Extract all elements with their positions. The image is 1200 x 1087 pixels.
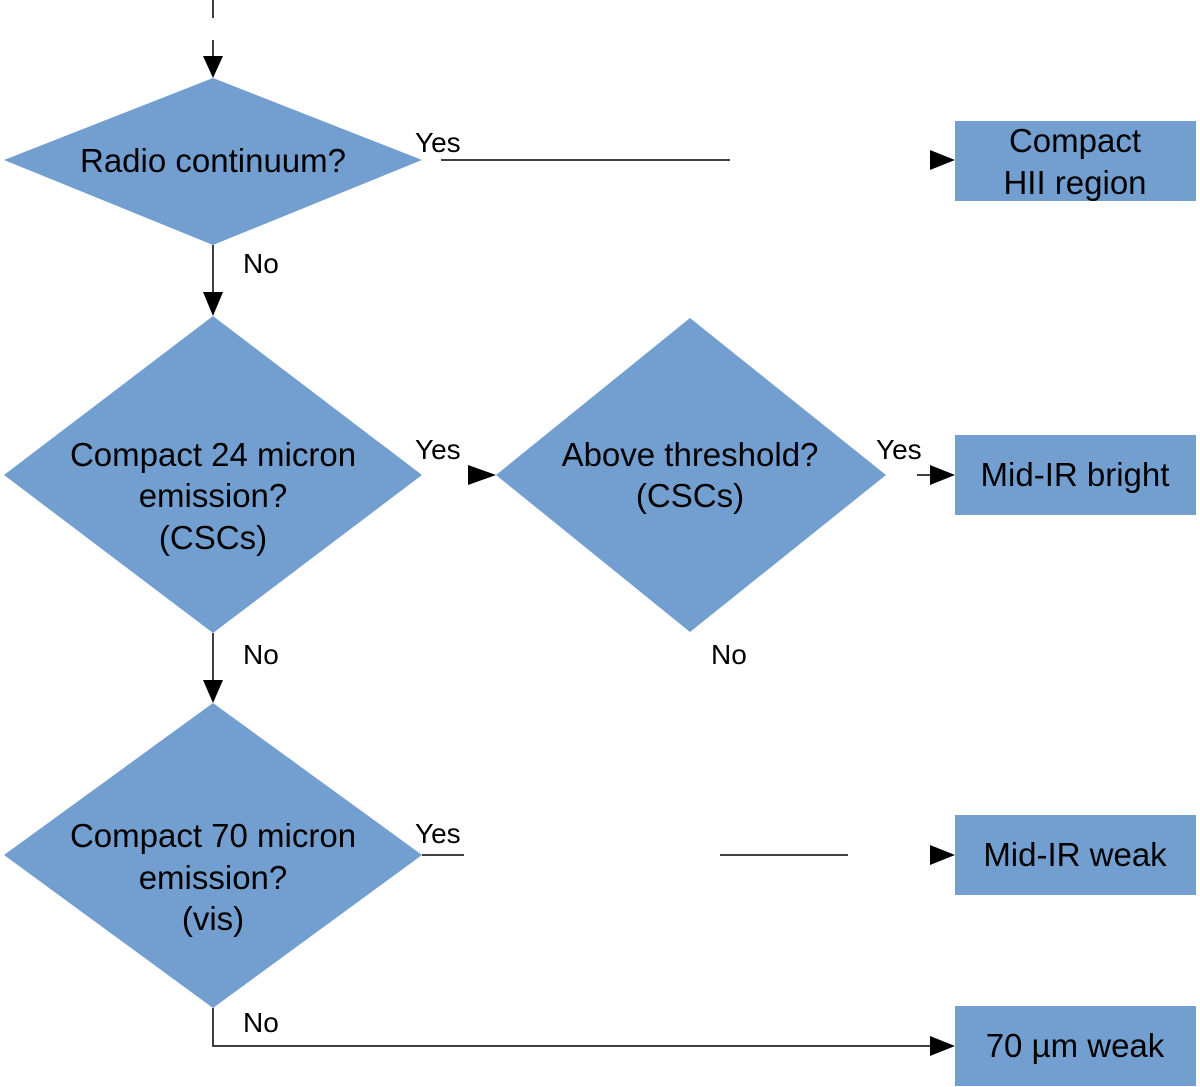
- c24-no-arrowhead: [203, 680, 223, 703]
- compact-24-decision: Compact 24 micron emission? (CSCs): [4, 316, 422, 633]
- mid-ir-weak-label: Mid-IR weak: [983, 836, 1167, 873]
- c24-yes-arrowhead: [468, 465, 496, 485]
- outcome-box: [955, 1006, 1196, 1086]
- decision-diamond: [4, 316, 422, 633]
- decision-diamond: [496, 318, 886, 632]
- branch-labels: Yes No Yes No Yes No Yes No: [243, 127, 922, 1038]
- hii-line-1: Compact: [1009, 122, 1141, 159]
- c24-question-line-3: (CSCs): [159, 519, 267, 556]
- threshold-no-label: No: [711, 639, 747, 670]
- radio-continuum-decision: Radio continuum?: [4, 78, 422, 245]
- c24-no-label: No: [243, 639, 279, 670]
- c70-no-label: No: [243, 1007, 279, 1038]
- threshold-question-line-1: Above threshold?: [562, 436, 819, 473]
- decision-diamond: [4, 78, 422, 245]
- compact-hii-outcome: Compact HII region: [955, 121, 1196, 201]
- outcome-box: [955, 435, 1196, 515]
- radio-yes-arrowhead: [930, 150, 955, 170]
- radio-question: Radio continuum?: [80, 142, 346, 179]
- c24-question-line-1: Compact 24 micron: [70, 436, 356, 473]
- mid-ir-weak-outcome: Mid-IR weak: [955, 815, 1196, 895]
- outcome-box: [955, 815, 1196, 895]
- hii-line-2: HII region: [1003, 164, 1146, 201]
- weak-70-outcome: 70 µm weak: [955, 1006, 1196, 1086]
- c70-no-arrowhead: [930, 1036, 955, 1056]
- radio-yes-label: Yes: [415, 127, 461, 158]
- threshold-yes-arrowhead: [930, 465, 955, 485]
- threshold-yes-label: Yes: [876, 434, 922, 465]
- radio-no-arrowhead: [203, 292, 223, 316]
- mid-ir-bright-label: Mid-IR bright: [981, 456, 1170, 493]
- entry-arrowhead: [203, 56, 223, 78]
- c70-question-line-2: emission?: [139, 859, 288, 896]
- c70-question-line-3: (vis): [182, 900, 244, 937]
- c24-yes-label: Yes: [415, 434, 461, 465]
- connectors: [203, 0, 955, 1056]
- c70-yes-label: Yes: [415, 818, 461, 849]
- compact-70-decision: Compact 70 micron emission? (vis): [4, 703, 422, 1008]
- threshold-decision: Above threshold? (CSCs): [496, 318, 886, 632]
- decision-diamond: [4, 703, 422, 1008]
- mid-ir-bright-outcome: Mid-IR bright: [955, 435, 1196, 515]
- c70-question-line-1: Compact 70 micron: [70, 817, 356, 854]
- radio-no-label: No: [243, 248, 279, 279]
- outcome-box: [955, 121, 1196, 201]
- weak-70-label: 70 µm weak: [986, 1027, 1165, 1064]
- c70-no-connector: [212, 1008, 935, 1047]
- threshold-question-line-2: (CSCs): [636, 477, 744, 514]
- c24-question-line-2: emission?: [139, 477, 288, 514]
- c70-yes-arrowhead: [930, 845, 955, 865]
